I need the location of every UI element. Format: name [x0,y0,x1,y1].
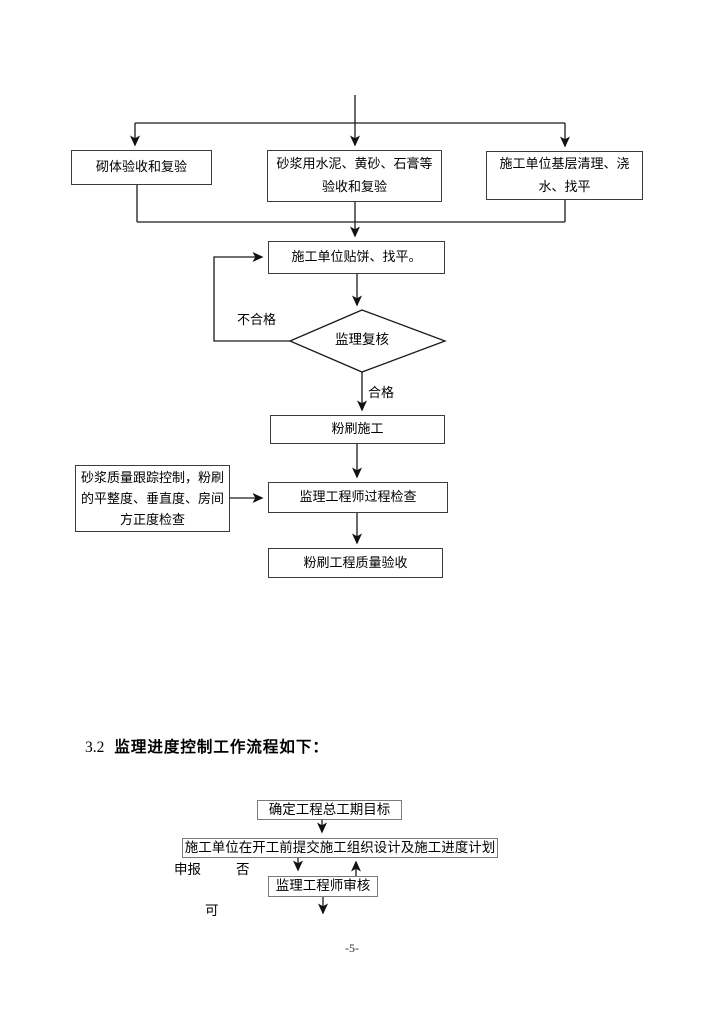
label-yes: 可 [205,903,219,918]
section-title: 监理进度控制工作流程如下： [114,739,329,756]
flow-diamond-supervisor-review: 监理复核 [335,332,389,347]
flow-box-submit-plan: 施工单位在开工前提交施工组织设计及施工进度计划 [182,838,498,858]
label-declare: 申报 [174,862,201,877]
page-number: -5- [345,941,359,955]
flow-box-mortar-acceptance: 砂浆用水泥、黄砂、石膏等验收和复验 [267,150,442,202]
label-fail: 不合格 [237,312,277,327]
flow-box-paste-leveling: 施工单位贴饼、找平。 [268,241,445,274]
section-heading: 3.2 监理进度控制工作流程如下： [85,735,329,757]
flow-box-plastering: 粉刷施工 [270,415,445,444]
flow-box-engineer-review: 监理工程师审核 [268,876,378,897]
flow-box-base-cleaning: 施工单位基层清理、浇水、找平 [486,151,643,200]
flow-box-project-duration-goal: 确定工程总工期目标 [257,800,402,820]
flow-box-quality-tracking-note: 砂浆质量跟踪控制，粉刷的平整度、垂直度、房间方正度检查 [75,465,230,532]
label-no: 否 [236,862,250,877]
section-number: 3.2 [85,739,105,756]
flow-box-quality-acceptance: 粉刷工程质量验收 [268,548,443,578]
label-pass: 合格 [368,385,395,400]
flow-box-masonry-acceptance: 砌体验收和复验 [71,150,212,185]
flow-box-process-inspection: 监理工程师过程检查 [268,482,448,513]
